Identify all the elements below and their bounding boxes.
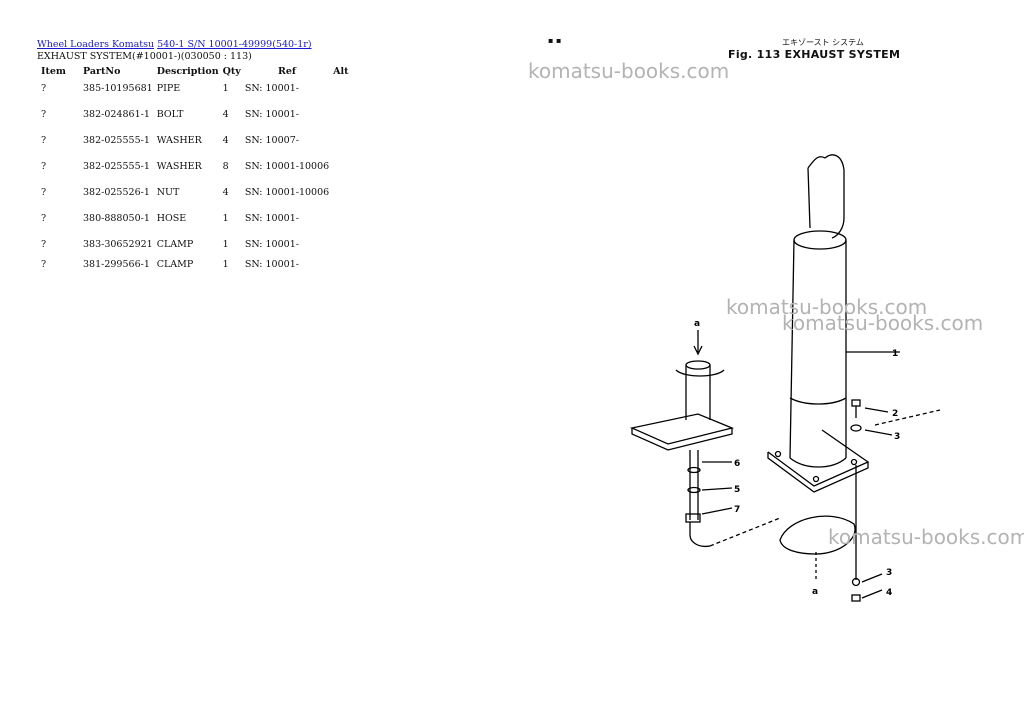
cell-description: HOSE bbox=[156, 213, 187, 224]
cell-item: ? bbox=[41, 135, 47, 146]
cell-alt bbox=[331, 83, 350, 109]
watermark-text: komatsu-books.com bbox=[828, 525, 1024, 549]
cell-item: ? bbox=[41, 187, 47, 198]
table-header-row: Item PartNo Description Qty Ref Alt bbox=[35, 64, 351, 83]
hose-clamp-illustration bbox=[685, 450, 781, 548]
cell-description: CLAMP bbox=[156, 239, 194, 250]
cell-description: NUT bbox=[156, 187, 180, 198]
cell-partno: 382-025555-1 bbox=[83, 161, 150, 172]
gasket-illustration bbox=[779, 465, 857, 580]
cell-description: PIPE bbox=[156, 83, 181, 94]
col-header-description: Description bbox=[156, 66, 219, 77]
callout-3b: 3 bbox=[886, 568, 892, 578]
cell-qty: 1 bbox=[222, 259, 229, 270]
cell-alt bbox=[331, 259, 350, 279]
cell-description: BOLT bbox=[156, 109, 184, 120]
parts-table: Item PartNo Description Qty Ref Alt ? 38… bbox=[35, 64, 351, 279]
cell-item: ? bbox=[41, 83, 47, 94]
exhaust-pipe-illustration bbox=[789, 154, 900, 468]
figure-title: Fig. 113 EXHAUST SYSTEM bbox=[728, 48, 901, 61]
cell-alt bbox=[331, 109, 350, 135]
callout-3: 3 bbox=[894, 432, 900, 442]
table-row: ? 380-888050-1 HOSE 1 SN: 10001- bbox=[35, 213, 351, 239]
cell-partno: 385-10195681 bbox=[83, 83, 153, 94]
cell-partno: 381-299566-1 bbox=[83, 259, 150, 270]
cell-ref: SN: 10001- bbox=[244, 109, 299, 120]
table-row: ? 383-30652921 CLAMP 1 SN: 10001- bbox=[35, 239, 351, 259]
figure-top-marks: ▪ ▪ bbox=[548, 36, 562, 45]
callout-4: 4 bbox=[886, 588, 892, 598]
cell-ref: SN: 10001- bbox=[244, 83, 299, 94]
callout-6: 6 bbox=[734, 459, 740, 469]
turbo-adapter-illustration bbox=[629, 330, 735, 451]
cell-partno: 383-30652921 bbox=[83, 239, 153, 250]
cell-qty: 1 bbox=[222, 213, 229, 224]
table-row: ? 385-10195681 PIPE 1 SN: 10001- bbox=[35, 83, 351, 109]
cell-qty: 4 bbox=[222, 187, 229, 198]
cell-item: ? bbox=[41, 109, 47, 120]
cell-alt bbox=[331, 213, 350, 239]
col-header-qty: Qty bbox=[222, 66, 241, 77]
cell-ref: SN: 10001- bbox=[244, 239, 299, 250]
page-subtitle: EXHAUST SYSTEM(#10001-)(030050 : 113) bbox=[37, 51, 252, 62]
cell-partno: 382-024861-1 bbox=[83, 109, 150, 120]
col-header-ref: Ref bbox=[277, 66, 296, 77]
cell-partno: 380-888050-1 bbox=[83, 213, 150, 224]
cell-ref: SN: 10007- bbox=[244, 135, 299, 146]
table-row: ? 382-025555-1 WASHER 8 SN: 10001-10006 bbox=[35, 161, 351, 187]
cell-partno: 382-025555-1 bbox=[83, 135, 150, 146]
cell-qty: 4 bbox=[222, 135, 229, 146]
base-flange-illustration bbox=[767, 429, 870, 493]
col-header-item: Item bbox=[41, 66, 66, 77]
cell-alt bbox=[331, 187, 350, 213]
cell-ref: SN: 10001-10006 bbox=[244, 161, 330, 172]
cell-description: CLAMP bbox=[156, 259, 194, 270]
ref-mark-a-bottom: a bbox=[812, 587, 818, 597]
cell-qty: 8 bbox=[222, 161, 229, 172]
callout-7: 7 bbox=[734, 505, 740, 515]
callout-1: 1 bbox=[892, 349, 898, 359]
ref-mark-a-top: a bbox=[694, 319, 700, 329]
table-row: ? 381-299566-1 CLAMP 1 SN: 10001- bbox=[35, 259, 351, 279]
cell-description: WASHER bbox=[156, 135, 202, 146]
cell-alt bbox=[331, 161, 350, 187]
cell-qty: 4 bbox=[222, 109, 229, 120]
col-header-partno: PartNo bbox=[83, 66, 121, 77]
callout-5: 5 bbox=[734, 485, 740, 495]
table-row: ? 382-024861-1 BOLT 4 SN: 10001- bbox=[35, 109, 351, 135]
breadcrumb-link-category[interactable]: Wheel Loaders Komatsu bbox=[37, 39, 155, 50]
table-row: ? 382-025526-1 NUT 4 SN: 10001-10006 bbox=[35, 187, 351, 213]
cell-alt bbox=[331, 239, 350, 259]
col-header-alt: Alt bbox=[333, 66, 349, 77]
breadcrumb-link-model[interactable]: 540-1 S/N 10001-49999(540-1r) bbox=[157, 39, 312, 50]
watermark-text: komatsu-books.com bbox=[528, 59, 730, 83]
exhaust-system-diagram: 1 2 3 4 5 6 7 3 4 a a bbox=[629, 154, 941, 602]
cell-ref: SN: 10001- bbox=[244, 213, 299, 224]
cell-description: WASHER bbox=[156, 161, 202, 172]
breadcrumb: Wheel Loaders Komatsu 540-1 S/N 10001-49… bbox=[37, 39, 312, 51]
cell-alt bbox=[331, 135, 350, 161]
watermark-text: komatsu-books.com bbox=[782, 311, 984, 335]
cell-qty: 1 bbox=[222, 239, 229, 250]
cell-ref: SN: 10001- bbox=[244, 259, 299, 270]
cell-item: ? bbox=[41, 259, 47, 270]
cell-item: ? bbox=[41, 213, 47, 224]
cell-item: ? bbox=[41, 161, 47, 172]
table-row: ? 382-025555-1 WASHER 4 SN: 10007- bbox=[35, 135, 351, 161]
watermark-text: komatsu-books.com bbox=[726, 295, 928, 319]
cell-ref: SN: 10001-10006 bbox=[244, 187, 330, 198]
cell-partno: 382-025526-1 bbox=[83, 187, 150, 198]
figure-japanese-title: エキゾースト システム bbox=[782, 38, 864, 47]
callout-2: 2 bbox=[892, 409, 898, 419]
cell-qty: 1 bbox=[222, 83, 229, 94]
cell-item: ? bbox=[41, 239, 47, 250]
bolt-washer-illustration bbox=[850, 399, 941, 602]
